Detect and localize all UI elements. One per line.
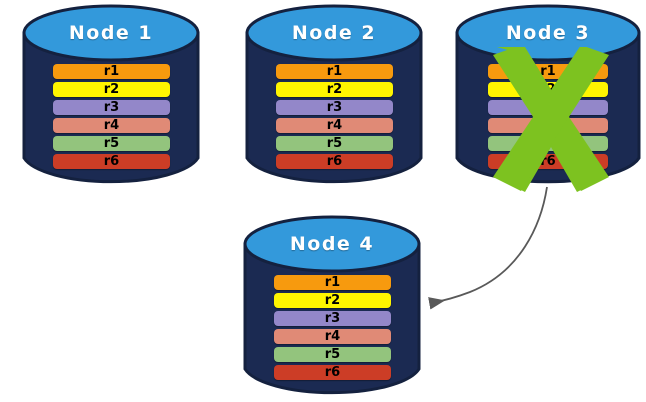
row-label: r3 xyxy=(326,100,343,115)
row-label: r1 xyxy=(540,64,556,79)
row-label: r4 xyxy=(103,118,120,133)
row-r4[interactable]: r4 xyxy=(488,118,608,133)
row-r2[interactable]: r2 xyxy=(488,82,608,97)
row-r5[interactable]: r5 xyxy=(53,136,170,151)
node-2[interactable]: Node 2 r1 r2 r3 r4 r5 r6 xyxy=(245,3,423,188)
row-r3[interactable]: r3 xyxy=(53,100,170,115)
row-r1[interactable]: r1 xyxy=(274,275,391,290)
row-label: r6 xyxy=(326,154,343,169)
row-label: r2 xyxy=(540,82,556,97)
row-label: r5 xyxy=(103,136,120,151)
row-label: r6 xyxy=(540,154,556,169)
row-label: r3 xyxy=(103,100,120,115)
row-r4[interactable]: r4 xyxy=(53,118,170,133)
node-3[interactable]: Node 3 r1 r2 r3 r4 r5 r6 xyxy=(455,3,641,192)
row-label: r2 xyxy=(324,293,341,308)
row-label: r5 xyxy=(326,136,343,151)
row-label: r5 xyxy=(324,347,341,362)
row-label: r4 xyxy=(540,118,556,133)
row-r3[interactable]: r3 xyxy=(488,100,608,115)
node-1[interactable]: Node 1 r1 r2 r3 r4 r5 r6 xyxy=(22,3,200,188)
row-r6[interactable]: r6 xyxy=(276,154,393,169)
row-label: r2 xyxy=(326,82,343,97)
row-r6[interactable]: r6 xyxy=(488,154,608,169)
row-label: r6 xyxy=(103,154,120,169)
row-list: r1 r2 r3 r4 r5 r6 xyxy=(488,64,608,169)
row-r4[interactable]: r4 xyxy=(276,118,393,133)
row-label: r3 xyxy=(540,100,556,115)
row-label: r1 xyxy=(103,64,120,79)
row-list: r1 r2 r3 r4 r5 r6 xyxy=(53,64,170,169)
row-label: r1 xyxy=(326,64,343,79)
row-label: r4 xyxy=(326,118,343,133)
row-r4[interactable]: r4 xyxy=(274,329,391,344)
row-r2[interactable]: r2 xyxy=(276,82,393,97)
row-label: r5 xyxy=(540,136,556,151)
row-r5[interactable]: r5 xyxy=(488,136,608,151)
row-r2[interactable]: r2 xyxy=(53,82,170,97)
row-r6[interactable]: r6 xyxy=(274,365,391,380)
row-r1[interactable]: r1 xyxy=(488,64,608,79)
node-4[interactable]: Node 4 r1 r2 r3 r4 r5 r6 xyxy=(243,214,421,399)
row-r1[interactable]: r1 xyxy=(53,64,170,79)
row-r6[interactable]: r6 xyxy=(53,154,170,169)
row-r3[interactable]: r3 xyxy=(274,311,391,326)
row-label: r3 xyxy=(324,311,341,326)
row-label: r2 xyxy=(103,82,120,97)
row-label: r4 xyxy=(324,329,341,344)
row-list: r1 r2 r3 r4 r5 r6 xyxy=(274,275,391,380)
row-list: r1 r2 r3 r4 r5 r6 xyxy=(276,64,393,169)
row-r2[interactable]: r2 xyxy=(274,293,391,308)
row-r3[interactable]: r3 xyxy=(276,100,393,115)
row-r1[interactable]: r1 xyxy=(276,64,393,79)
row-label: r1 xyxy=(324,275,341,290)
row-label: r6 xyxy=(324,365,341,380)
row-r5[interactable]: r5 xyxy=(274,347,391,362)
row-r5[interactable]: r5 xyxy=(276,136,393,151)
